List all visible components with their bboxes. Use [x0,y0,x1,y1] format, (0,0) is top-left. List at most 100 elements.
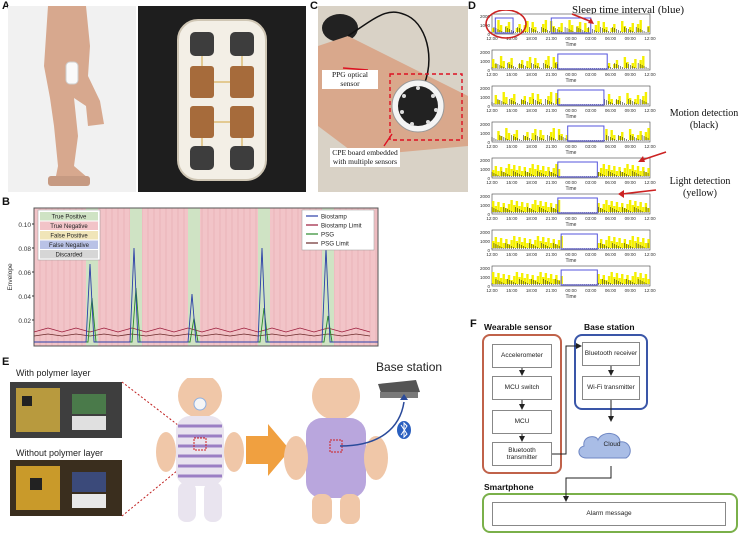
light-bar [515,130,519,140]
x-axis-label: Time [566,114,577,120]
light-bar [631,276,634,284]
baby-front [156,378,244,522]
leg-photo [8,6,136,192]
light-bar [520,171,524,176]
light-bar [636,95,640,104]
light-bar [610,201,613,212]
light-bar [539,170,542,176]
panel-label-e: E [2,356,10,368]
sleep-interval [557,161,598,178]
series-legend-label: PSG Limit [321,241,349,248]
light-bar [552,279,555,284]
light-bar [539,272,542,284]
y-tick-label: 0.04 [18,294,31,301]
light-bar [560,276,563,284]
light-bar [513,134,516,140]
light-bar [615,100,619,104]
light-bar [534,200,537,212]
light-bar [571,25,574,32]
light-bar [597,243,600,248]
light-bar [639,60,642,68]
class-legend-label: False Negative [49,243,90,249]
x-axis-label: Time [566,258,577,264]
light-bar [557,200,561,212]
light-bar [526,61,529,68]
with-polymer-label: With polymer layer [16,368,91,378]
ppg-sensor-callout: PPG optical sensor [322,70,378,90]
light-bar [621,243,624,248]
light-bar [544,60,548,68]
light-bar [636,166,640,176]
x-tick-label: 09:00 [625,252,637,257]
light-bar [502,274,505,284]
light-bar [505,26,508,32]
y-tick-label: 0 [487,284,490,289]
wearable-sensor-title: Wearable sensor [484,322,552,332]
light-bar [544,20,548,32]
light-bar [555,164,558,176]
light-bar [507,22,511,32]
light-bar [544,202,548,212]
light-bar [639,131,642,140]
light-bar [615,202,619,212]
light-bar [507,275,511,284]
y-tick-label: 2000 [480,86,491,91]
light-bar [634,170,637,176]
light-bar [542,166,545,176]
light-bar [615,242,619,248]
light-bar [605,129,608,140]
light-bar [515,170,519,176]
x-tick-label: 09:00 [625,288,637,293]
light-bar [628,240,632,248]
light-bar [626,204,629,212]
light-bar [628,200,632,212]
y-tick-label: 1000 [480,23,491,28]
light-bar [505,208,508,212]
light-bar [576,26,579,32]
light-bar [505,128,508,140]
y-tick-label: 0.08 [18,246,31,253]
x-tick-label: 03:00 [585,72,597,77]
light-bar [602,244,605,248]
x-tick-label: 15:00 [506,180,518,185]
light-bar [644,92,648,104]
light-bar [634,99,637,104]
polymer-board-photo [10,382,122,438]
light-bar [631,205,634,212]
class-legend-swatch [40,231,98,240]
light-bar [499,207,503,212]
light-bar [623,239,627,248]
class-legend-label: True Negative [50,224,88,230]
bluetooth-transmitter-box: Bluetooth transmitter [492,442,552,466]
x-tick-label: 21:00 [546,252,558,257]
light-bar [528,279,532,284]
y-tick-label: 2000 [480,158,491,163]
sleep-interval-callout: Sleep time interval (blue) [572,4,685,16]
x-tick-label: 00:00 [565,36,577,41]
light-bar [547,96,550,104]
x-axis-label: Time [566,186,577,192]
light-bar [607,94,611,104]
panel-label-a: A [2,0,10,12]
y-tick-label: 1000 [480,131,491,136]
y-tick-label: 1000 [480,95,491,100]
x-tick-label: 03:00 [585,180,597,185]
bluetooth-icon [397,421,411,439]
x-tick-label: 12:00 [644,108,656,113]
light-bar [605,169,608,176]
sleep-interval [560,233,598,250]
x-tick-label: 03:00 [585,144,597,149]
x-tick-label: 00:00 [565,252,577,257]
light-bar [647,128,650,140]
x-tick-label: 06:00 [605,252,617,257]
light-bar [492,170,495,176]
light-bar [552,57,555,68]
bluetooth-receiver-box: Bluetooth receiver [582,342,640,366]
without-polymer-label: Without polymer layer [16,448,104,458]
biostamp-limit-line [33,327,371,333]
y-tick-label: 1000 [480,167,491,172]
x-tick-label: 18:00 [526,180,538,185]
